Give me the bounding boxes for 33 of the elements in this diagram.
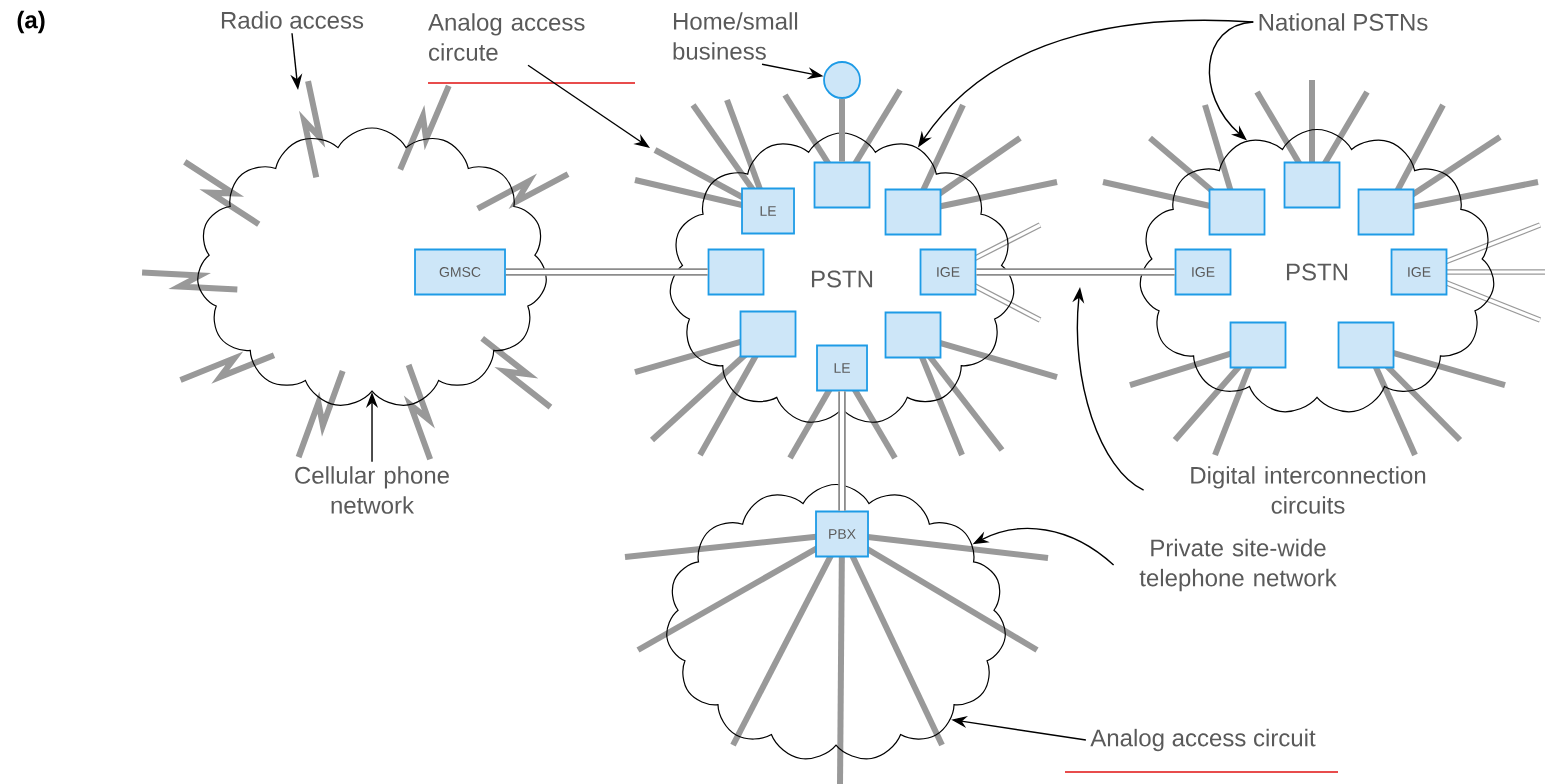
switch-box: GMSC [414,248,506,296]
switch-box: IGE [919,248,977,296]
network-cloud [666,483,1006,760]
leader-arrow [527,64,650,148]
switch-box [813,161,871,209]
switch-box [739,310,797,358]
network-cloud [197,127,547,406]
trunk-line [976,268,1175,276]
switch-box: LE [816,344,868,392]
callout-text: National PSTNs [1259,13,1428,31]
terminal-circle [823,61,861,99]
callout-text: Digital interconnection circuits [1191,466,1426,514]
trunk-line [505,268,708,276]
switch-box [884,311,942,359]
callout-text: Private site-wide telephone network [1139,538,1337,592]
switch-box [1337,321,1395,369]
switch-box [1208,188,1266,236]
callout-text: Cellular phone network [295,466,449,514]
trunk-line [838,391,846,511]
callout-text: Home/small business [673,12,798,60]
switch-box: IGE [1390,248,1448,296]
callout-text: Analog access circute [428,13,585,61]
switch-box: IGE [1174,248,1232,296]
switch-box: LE [741,187,795,235]
switch-box [1229,321,1287,369]
switch-box: PBX [815,510,869,558]
callout-text: Radio access [221,11,364,29]
switch-box [884,188,942,236]
callout-text: Analog access circuit [1090,728,1316,752]
switch-box [1357,188,1415,236]
switch-box [707,248,765,296]
switch-box [1283,161,1341,209]
panel-label: (a) [17,10,45,34]
